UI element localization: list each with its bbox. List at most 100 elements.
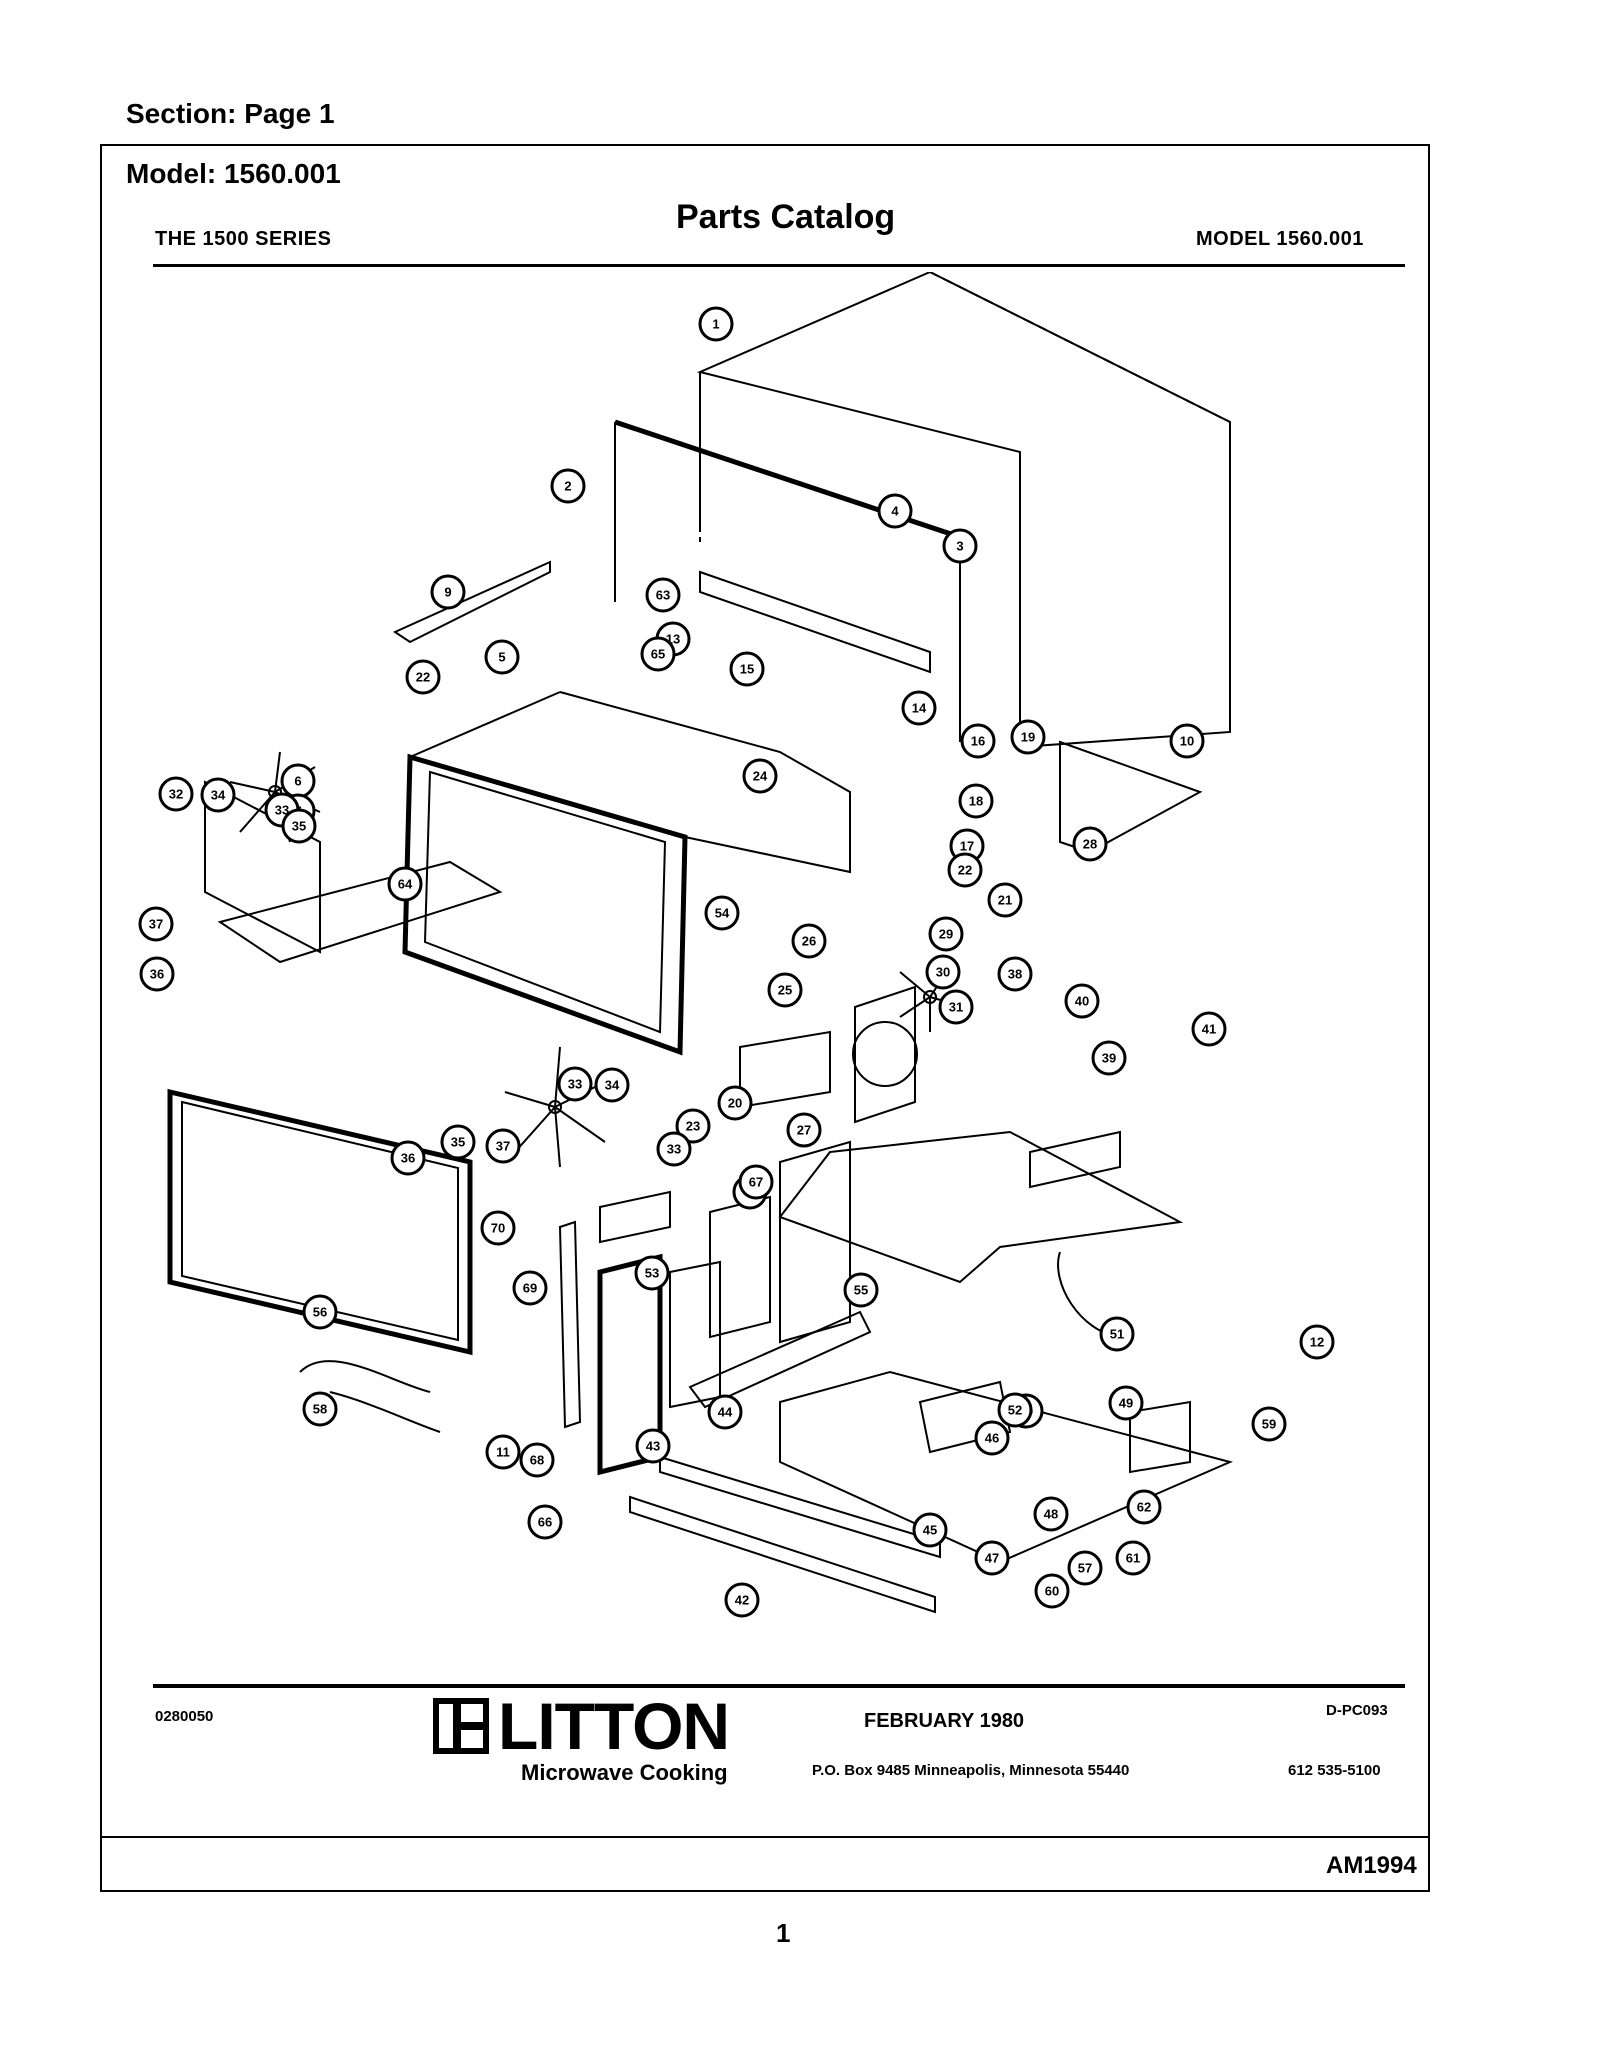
callout-number: 35 — [292, 819, 306, 834]
callout-number: 11 — [496, 1445, 510, 1460]
callout-circle — [997, 956, 1033, 992]
callout-58: 58 — [302, 1391, 338, 1427]
callout-circle — [485, 1128, 521, 1164]
callout-circle — [767, 972, 803, 1008]
callout-circle — [960, 723, 996, 759]
callout-63: 63 — [645, 577, 681, 613]
callout-number: 41 — [1202, 1022, 1216, 1037]
callout-21: 21 — [987, 882, 1023, 918]
callout-number: 27 — [797, 1123, 811, 1138]
callout-number: 20 — [728, 1096, 742, 1111]
callout-number: 48 — [1044, 1507, 1058, 1522]
callout-circle — [634, 1255, 670, 1291]
callout-number: 54 — [715, 906, 730, 921]
callout-60: 60 — [1034, 1573, 1070, 1609]
callout-circle — [1126, 1489, 1162, 1525]
callout-34: 34 — [200, 777, 236, 813]
callout-circle — [1067, 1550, 1103, 1586]
footer-rule — [153, 1684, 1405, 1688]
callout-number: 22 — [416, 670, 430, 685]
callout-number: 31 — [949, 1000, 963, 1015]
callout-number: 57 — [1078, 1561, 1092, 1576]
callout-circle — [1064, 983, 1100, 1019]
callout-18: 18 — [958, 783, 994, 819]
callout-52: 52 — [997, 1392, 1033, 1428]
callout-41: 41 — [1191, 1011, 1227, 1047]
callout-35: 35 — [281, 808, 317, 844]
callout-circle — [928, 916, 964, 952]
callout-number: 14 — [912, 701, 927, 716]
callout-circle — [645, 577, 681, 613]
callout-number: 16 — [971, 734, 985, 749]
callout-circle — [158, 776, 194, 812]
callout-3: 3 — [942, 528, 978, 564]
brand-subtitle: Microwave Cooking — [521, 1760, 728, 1785]
page-frame — [100, 144, 1430, 1892]
callout-circle — [1299, 1324, 1335, 1360]
callout-65: 65 — [640, 636, 676, 672]
callout-number: 15 — [740, 662, 754, 677]
callout-26: 26 — [791, 923, 827, 959]
callout-circle — [484, 639, 520, 675]
callout-circle — [925, 954, 961, 990]
callout-circle — [480, 1210, 516, 1246]
callout-number: 24 — [753, 769, 768, 784]
callout-circle — [430, 574, 466, 610]
callout-number: 3 — [956, 539, 963, 554]
callout-42: 42 — [724, 1582, 760, 1618]
callout-number: 67 — [749, 1175, 763, 1190]
callout-22: 22 — [405, 659, 441, 695]
document-code: AM1994 — [1326, 1852, 1417, 1879]
exploded-parts-diagram: 1234567891011121314151617181920212222232… — [138, 272, 1335, 1618]
callout-circle — [1091, 1040, 1127, 1076]
callout-number: 9 — [444, 585, 451, 600]
callout-6: 6 — [280, 763, 316, 799]
callout-32: 32 — [158, 776, 194, 812]
callout-68: 68 — [519, 1442, 555, 1478]
callout-circle — [877, 493, 913, 529]
callout-37: 37 — [138, 906, 174, 942]
callout-circle — [675, 1108, 711, 1144]
callout-36: 36 — [139, 956, 175, 992]
callout-44: 44 — [707, 1394, 743, 1430]
catalog-title: Parts Catalog — [676, 198, 896, 236]
callout-19: 19 — [1010, 719, 1046, 755]
callout-circle — [901, 690, 937, 726]
callout-number: 34 — [211, 788, 226, 803]
callout-circle — [1072, 826, 1108, 862]
callout-40: 40 — [1064, 983, 1100, 1019]
callout-circle — [390, 1140, 426, 1176]
callout-circle — [698, 306, 734, 342]
callout-number: 6 — [294, 774, 301, 789]
callout-number: 29 — [939, 927, 953, 942]
callout-number: 43 — [646, 1439, 660, 1454]
callout-circle — [974, 1540, 1010, 1576]
callout-number: 26 — [802, 934, 816, 949]
callout-circle — [997, 1392, 1033, 1428]
callout-36: 36 — [390, 1140, 426, 1176]
callout-number: 58 — [313, 1402, 327, 1417]
callout-number: 59 — [1262, 1417, 1276, 1432]
callout-49: 49 — [1108, 1385, 1144, 1421]
callout-circle — [1099, 1316, 1135, 1352]
callout-number: 19 — [1021, 730, 1035, 745]
callout-circle — [1033, 1496, 1069, 1532]
callout-number: 47 — [985, 1551, 999, 1566]
callout-number: 36 — [401, 1151, 415, 1166]
callout-circle — [942, 528, 978, 564]
series-header: THE 1500 SERIES — [155, 228, 332, 250]
callout-circle — [440, 1124, 476, 1160]
footer-date: FEBRUARY 1980 — [864, 1710, 1025, 1732]
model-header: MODEL 1560.001 — [1196, 228, 1364, 250]
callout-66: 66 — [527, 1504, 563, 1540]
callout-59: 59 — [1251, 1406, 1287, 1442]
callout-number: 46 — [985, 1431, 999, 1446]
callout-number: 70 — [491, 1221, 505, 1236]
callout-number: 55 — [854, 1283, 868, 1298]
callout-circle — [387, 866, 423, 902]
callout-10: 10 — [1169, 723, 1205, 759]
callout-number: 62 — [1137, 1500, 1151, 1515]
callout-number: 53 — [645, 1266, 659, 1281]
callout-4: 4 — [877, 493, 913, 529]
callout-circle — [974, 1420, 1010, 1456]
